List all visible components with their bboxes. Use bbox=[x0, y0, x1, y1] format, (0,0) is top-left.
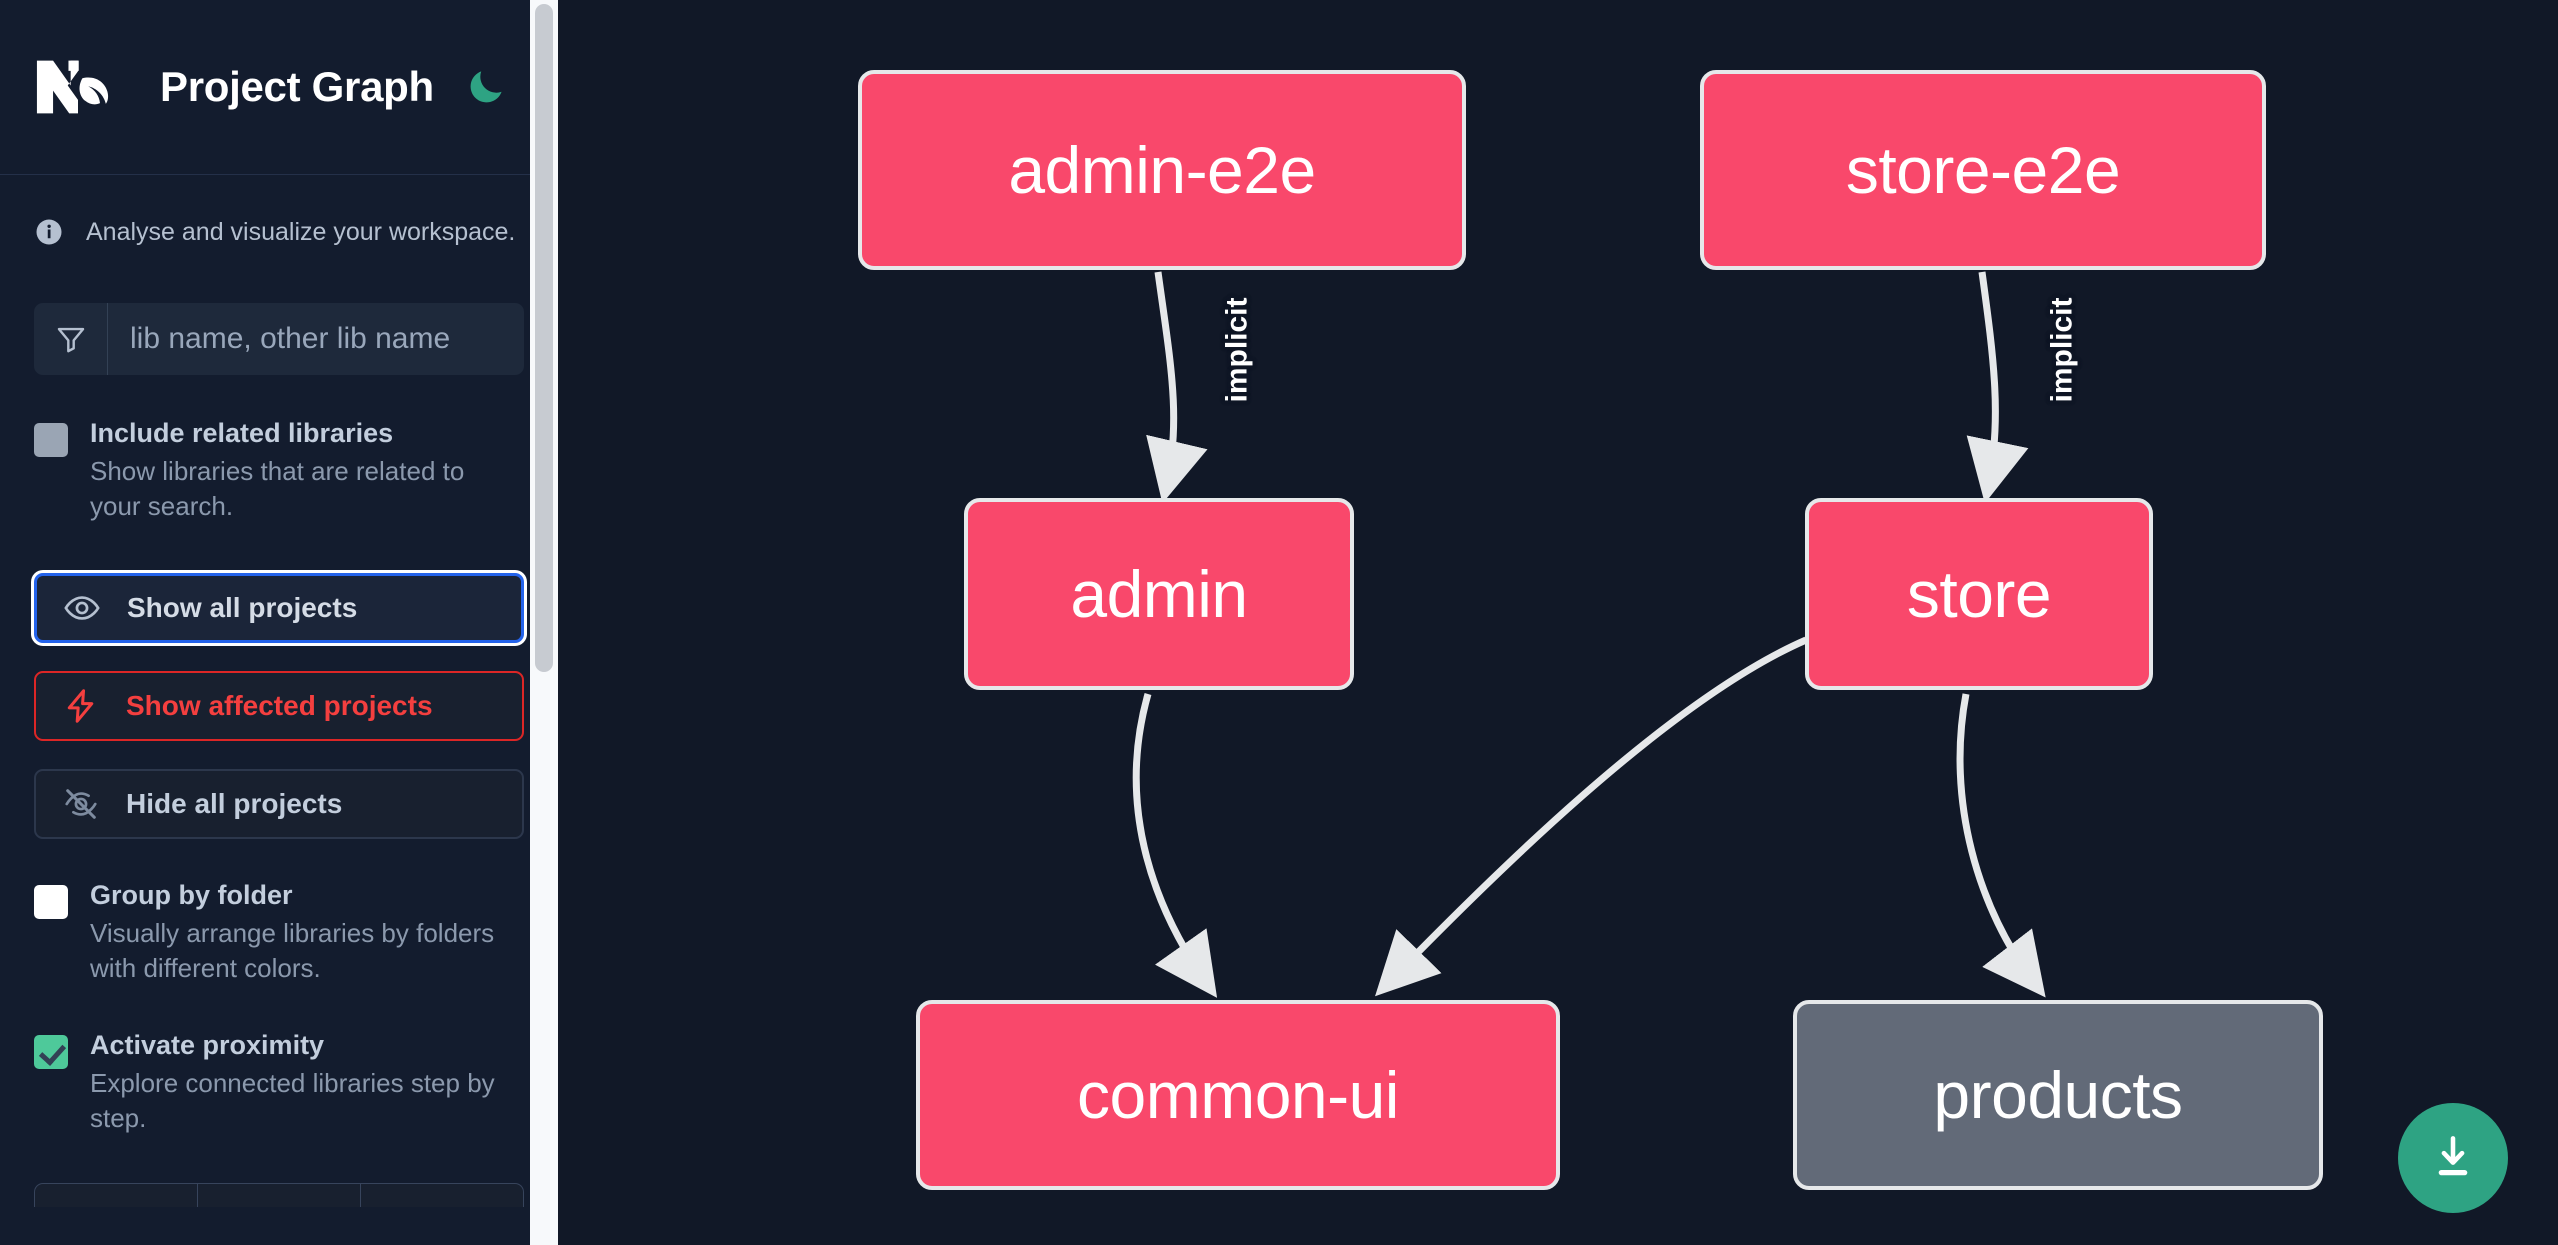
edge-label-store-e2e-implicit: implicit bbox=[1983, 270, 2143, 430]
sidebar-scrollbar-track[interactable] bbox=[530, 0, 558, 1245]
moon-icon[interactable] bbox=[462, 63, 510, 111]
graph-node-store[interactable]: store bbox=[1805, 498, 2153, 690]
graph-node-label: admin-e2e bbox=[1008, 133, 1316, 207]
activate-proximity-description: Explore connected libraries step by step… bbox=[90, 1067, 495, 1134]
graph-node-store-e2e[interactable]: store-e2e bbox=[1700, 70, 2266, 270]
download-graph-button[interactable] bbox=[2398, 1103, 2508, 1213]
group-by-folder-row[interactable]: Group by folder Visually arrange librari… bbox=[34, 879, 524, 987]
show-affected-projects-button[interactable]: Show affected projects bbox=[34, 670, 524, 741]
activate-proximity-row[interactable]: Activate proximity Explore connected lib… bbox=[34, 1029, 524, 1137]
info-icon bbox=[34, 217, 64, 247]
nx-logo-icon bbox=[34, 56, 122, 118]
group-by-folder-label: Group by folder bbox=[90, 879, 293, 910]
segmented-control-segment-2[interactable] bbox=[198, 1183, 361, 1207]
edge-admin-to-common-ui bbox=[1132, 693, 1218, 998]
edge-store-to-products bbox=[1956, 693, 2046, 998]
segmented-control[interactable] bbox=[34, 1182, 524, 1207]
include-related-libraries-row[interactable]: Include related libraries Show libraries… bbox=[34, 417, 524, 525]
graph-node-admin[interactable]: admin bbox=[964, 498, 1354, 690]
show-all-projects-label: Show all projects bbox=[127, 591, 358, 623]
edge-label-admin-e2e-implicit: implicit bbox=[1158, 270, 1318, 430]
graph-node-label: store bbox=[1906, 557, 2052, 631]
segmented-control-segment-1[interactable] bbox=[35, 1183, 198, 1207]
graph-node-products[interactable]: products bbox=[1793, 1000, 2323, 1190]
page-title: Project Graph bbox=[160, 63, 434, 110]
graph-node-admin-e2e[interactable]: admin-e2e bbox=[858, 70, 1466, 270]
segmented-control-segment-3[interactable] bbox=[361, 1184, 523, 1207]
sidebar-body: Analyse and visualize your workspace. In… bbox=[0, 217, 558, 1207]
activate-proximity-label: Activate proximity bbox=[90, 1029, 325, 1060]
include-related-libraries-checkbox[interactable] bbox=[34, 423, 68, 457]
include-related-libraries-label: Include related libraries bbox=[90, 418, 394, 448]
eye-off-icon bbox=[62, 785, 100, 823]
hide-all-projects-label: Hide all projects bbox=[126, 787, 343, 819]
graph-node-label: store-e2e bbox=[1845, 133, 2121, 207]
graph-node-label: products bbox=[1933, 1058, 2183, 1132]
edge-label-text: implicit bbox=[2045, 297, 2079, 403]
lightning-bolt-icon bbox=[62, 687, 100, 725]
sidebar: Project Graph Analyse and visualize your… bbox=[0, 0, 558, 1245]
show-all-projects-button[interactable]: Show all projects bbox=[34, 572, 524, 643]
visibility-button-group: Show all projects Show affected projects bbox=[34, 572, 524, 839]
activate-proximity-checkbox[interactable] bbox=[34, 1034, 68, 1069]
filter-search-input[interactable] bbox=[108, 303, 524, 375]
edge-admin-e2e-to-admin bbox=[1146, 271, 1208, 504]
edge-label-text: implicit bbox=[1220, 297, 1254, 403]
eye-icon bbox=[63, 589, 101, 627]
graph-node-common-ui[interactable]: common-ui bbox=[916, 1000, 1560, 1190]
include-related-libraries-description: Show libraries that are related to your … bbox=[90, 455, 465, 522]
sidebar-header: Project Graph bbox=[0, 0, 558, 175]
graph-node-label: common-ui bbox=[1077, 1058, 1399, 1132]
hide-all-projects-button[interactable]: Hide all projects bbox=[34, 768, 524, 839]
filter-search-box[interactable] bbox=[34, 303, 524, 375]
group-by-folder-description: Visually arrange libraries by folders wi… bbox=[90, 917, 495, 984]
graph-node-label: admin bbox=[1070, 557, 1248, 631]
edge-store-e2e-to-store bbox=[1966, 271, 2029, 504]
sidebar-scrollbar-thumb[interactable] bbox=[535, 4, 553, 672]
graph-edges bbox=[1132, 271, 2046, 998]
graph-canvas[interactable]: implicit implicit admin-e2e store-e2e ad… bbox=[558, 0, 2558, 1245]
edge-store-to-common-ui bbox=[1375, 636, 1808, 997]
workspace-notice: Analyse and visualize your workspace. bbox=[34, 217, 524, 247]
funnel-icon bbox=[34, 303, 108, 375]
show-affected-projects-label: Show affected projects bbox=[126, 689, 433, 721]
workspace-notice-text: Analyse and visualize your workspace. bbox=[86, 217, 516, 246]
group-by-folder-checkbox[interactable] bbox=[34, 884, 68, 919]
download-icon bbox=[2427, 1131, 2479, 1186]
